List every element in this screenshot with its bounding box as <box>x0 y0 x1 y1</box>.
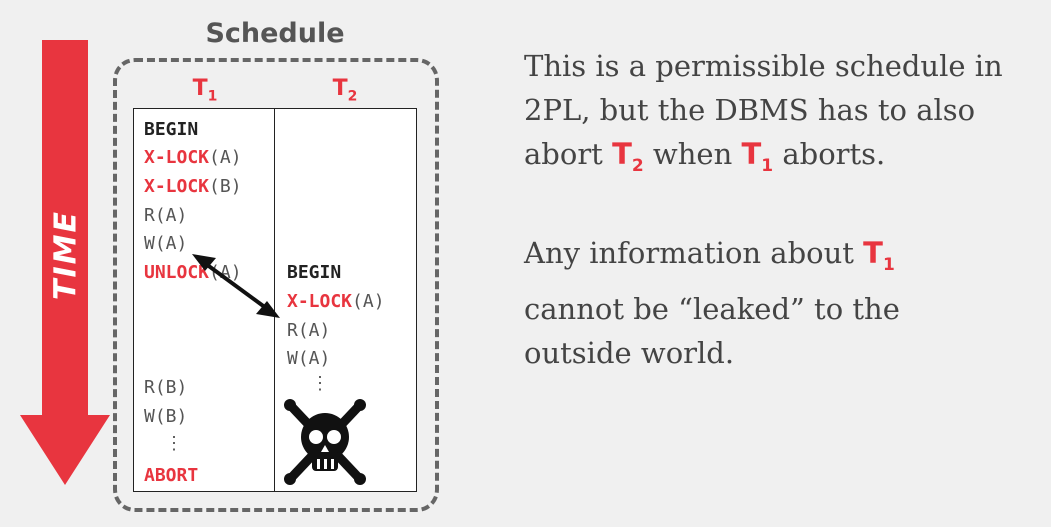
t2-op-write-a: W(A) <box>287 348 331 369</box>
schedule-title: Schedule <box>205 18 345 49</box>
schedule-frame <box>113 58 439 512</box>
double-arrow-icon <box>192 254 280 318</box>
leak-line-2: cannot be “leaked” to the <box>524 291 900 326</box>
t2-op-begin: BEGIN <box>287 262 342 283</box>
t1-op-unlock-a: UNLOCK(A) <box>144 262 242 283</box>
column-divider <box>274 108 275 492</box>
t1-op-ellipsis: ⋮ <box>165 433 183 454</box>
leak-line-1: Any information about T1 <box>524 236 895 275</box>
t2-op-ellipsis: ⋮ <box>311 373 329 394</box>
explanation-line-3: abort T2 when T1 aborts. <box>524 137 886 176</box>
t1-op-abort: ABORT <box>144 465 199 486</box>
leak-paragraph: Any information about T1 cannot be “leak… <box>524 231 900 375</box>
t1-op-xlock-b: X-LOCK(B) <box>144 176 242 197</box>
schedule-table <box>133 108 417 492</box>
explanation-paragraph: This is a permissible schedule in 2PL, b… <box>524 44 1003 188</box>
leak-line-3: outside world. <box>524 335 735 370</box>
time-label: TIME <box>48 210 84 300</box>
t1-op-write-a: W(A) <box>144 233 188 254</box>
t2-op-read-a: R(A) <box>287 320 331 341</box>
time-arrow-icon <box>20 40 110 485</box>
explanation-line-1: This is a permissible schedule in <box>524 49 1003 83</box>
explanation-line-2: 2PL, but the DBMS has to also <box>524 93 976 127</box>
t1-header: T1 <box>192 76 218 105</box>
skull-crossbones-icon <box>284 399 366 485</box>
t1-op-read-a: R(A) <box>144 205 188 226</box>
t1-op-read-b: R(B) <box>144 377 188 398</box>
t2-header: T2 <box>332 76 358 105</box>
t1-op-xlock-a: X-LOCK(A) <box>144 147 242 168</box>
t1-op-begin: BEGIN <box>144 119 199 140</box>
t2-op-xlock-a: X-LOCK(A) <box>287 291 385 312</box>
t1-op-write-b: W(B) <box>144 406 188 427</box>
